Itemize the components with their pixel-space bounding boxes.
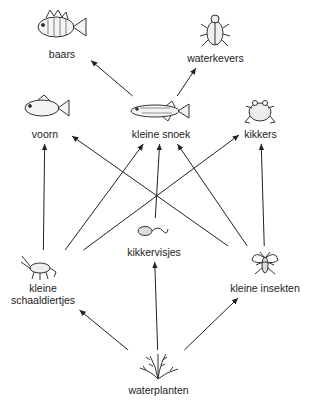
organism-name: baars: [48, 48, 76, 60]
organism-name: kikkervisjes: [126, 246, 182, 258]
roach-drawing: [25, 95, 69, 116]
organism-name: voorn: [31, 128, 59, 140]
organism-node: baars: [35, 10, 89, 62]
organism-node: waterplanten: [125, 352, 192, 398]
organism-name: kikkers: [243, 128, 278, 140]
organism-node: kleine insekten: [227, 248, 303, 296]
feeding-arrow: [79, 310, 128, 350]
feeding-arrow: [177, 144, 247, 246]
feeding-arrow: [184, 298, 238, 350]
organism-name: kleine schaaldiertjes: [5, 282, 81, 306]
organism-node: kikkers: [241, 96, 280, 142]
feeding-arrow: [177, 68, 196, 96]
pike-drawing: [131, 101, 189, 121]
beetle-drawing: [200, 15, 230, 46]
waterplant-drawing: [140, 354, 178, 379]
organism-name: kleine snoek: [131, 128, 191, 140]
perch-drawing: [38, 10, 86, 37]
feeding-arrow: [261, 144, 264, 246]
feeding-arrow: [155, 262, 158, 350]
feeding-arrow: [43, 144, 44, 250]
tadpole-drawing: [138, 227, 168, 236]
organism-node: waterkevers: [184, 12, 247, 66]
organism-node: voorn: [20, 92, 70, 142]
insect-drawing: [252, 252, 278, 274]
organism-name: kleine insekten: [229, 282, 300, 294]
organism-name: waterkevers: [186, 52, 245, 64]
feeding-arrow: [72, 136, 228, 246]
organism-name: waterplanten: [127, 384, 189, 396]
crustacean-drawing: [21, 256, 56, 280]
feeding-arrow: [84, 135, 239, 250]
organism-node: kleine snoek: [128, 98, 194, 142]
organism-node: kikkervisjes: [124, 220, 184, 260]
frog-drawing: [245, 101, 275, 124]
organism-node: kleine schaaldiertjes: [3, 252, 83, 308]
feeding-arrow: [155, 144, 159, 218]
feeding-arrow: [91, 61, 133, 96]
